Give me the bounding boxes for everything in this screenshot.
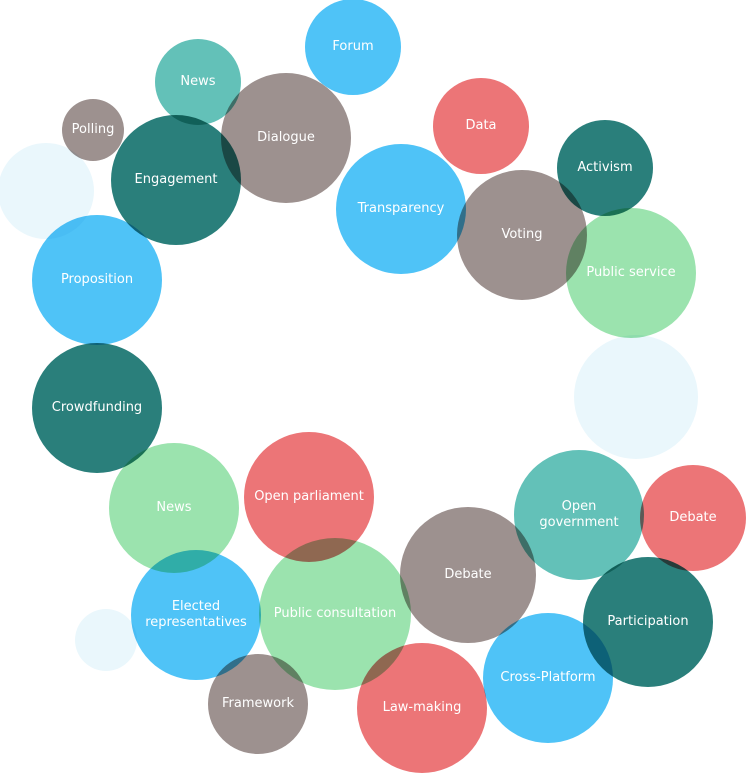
bubble-dialogue[interactable]: Dialogue <box>221 73 351 203</box>
bubble-label: Public service <box>586 265 676 280</box>
bubble-cross-platform[interactable]: Cross-Platform <box>483 613 613 743</box>
bubble-label: Elected representatives <box>145 599 247 630</box>
bubble-label: Open parliament <box>254 489 364 504</box>
bubble-label: Proposition <box>60 272 134 287</box>
bubble-blank[interactable] <box>574 335 698 459</box>
bubble-blank[interactable] <box>75 609 137 671</box>
bubble-label: Framework <box>222 696 294 711</box>
bubble-label: News <box>180 74 216 89</box>
bubble-law-making[interactable]: Law-making <box>357 643 487 773</box>
bubble-label: Activism <box>577 160 633 175</box>
bubble-public-service[interactable]: Public service <box>566 208 696 338</box>
bubble-label: Voting <box>501 227 543 242</box>
bubble-data[interactable]: Data <box>433 78 529 174</box>
bubble-label: Polling <box>71 122 115 137</box>
bubble-debate[interactable]: Debate <box>400 507 536 643</box>
bubble-label: Dialogue <box>257 130 315 145</box>
bubble-transparency[interactable]: Transparency <box>336 144 466 274</box>
bubble-debate[interactable]: Debate <box>640 465 746 571</box>
bubble-forum[interactable]: Forum <box>305 0 401 95</box>
bubble-label: Public consultation <box>273 606 397 621</box>
bubble-label: Cross-Platform <box>500 670 596 685</box>
bubble-proposition[interactable]: Proposition <box>32 215 162 345</box>
bubble-label: Law-making <box>382 700 462 715</box>
bubble-label: Crowdfunding <box>51 400 143 415</box>
bubble-framework[interactable]: Framework <box>208 654 308 754</box>
bubble-label: Data <box>465 118 497 133</box>
bubble-label: Participation <box>607 614 689 629</box>
bubble-label: Debate <box>444 567 492 582</box>
bubble-label: Open government <box>539 499 619 530</box>
bubble-label: Debate <box>669 510 717 525</box>
bubble-label: Forum <box>332 39 374 54</box>
bubble-label: News <box>156 500 192 515</box>
bubble-label: Engagement <box>134 172 218 187</box>
bubble-label: Transparency <box>357 201 445 216</box>
